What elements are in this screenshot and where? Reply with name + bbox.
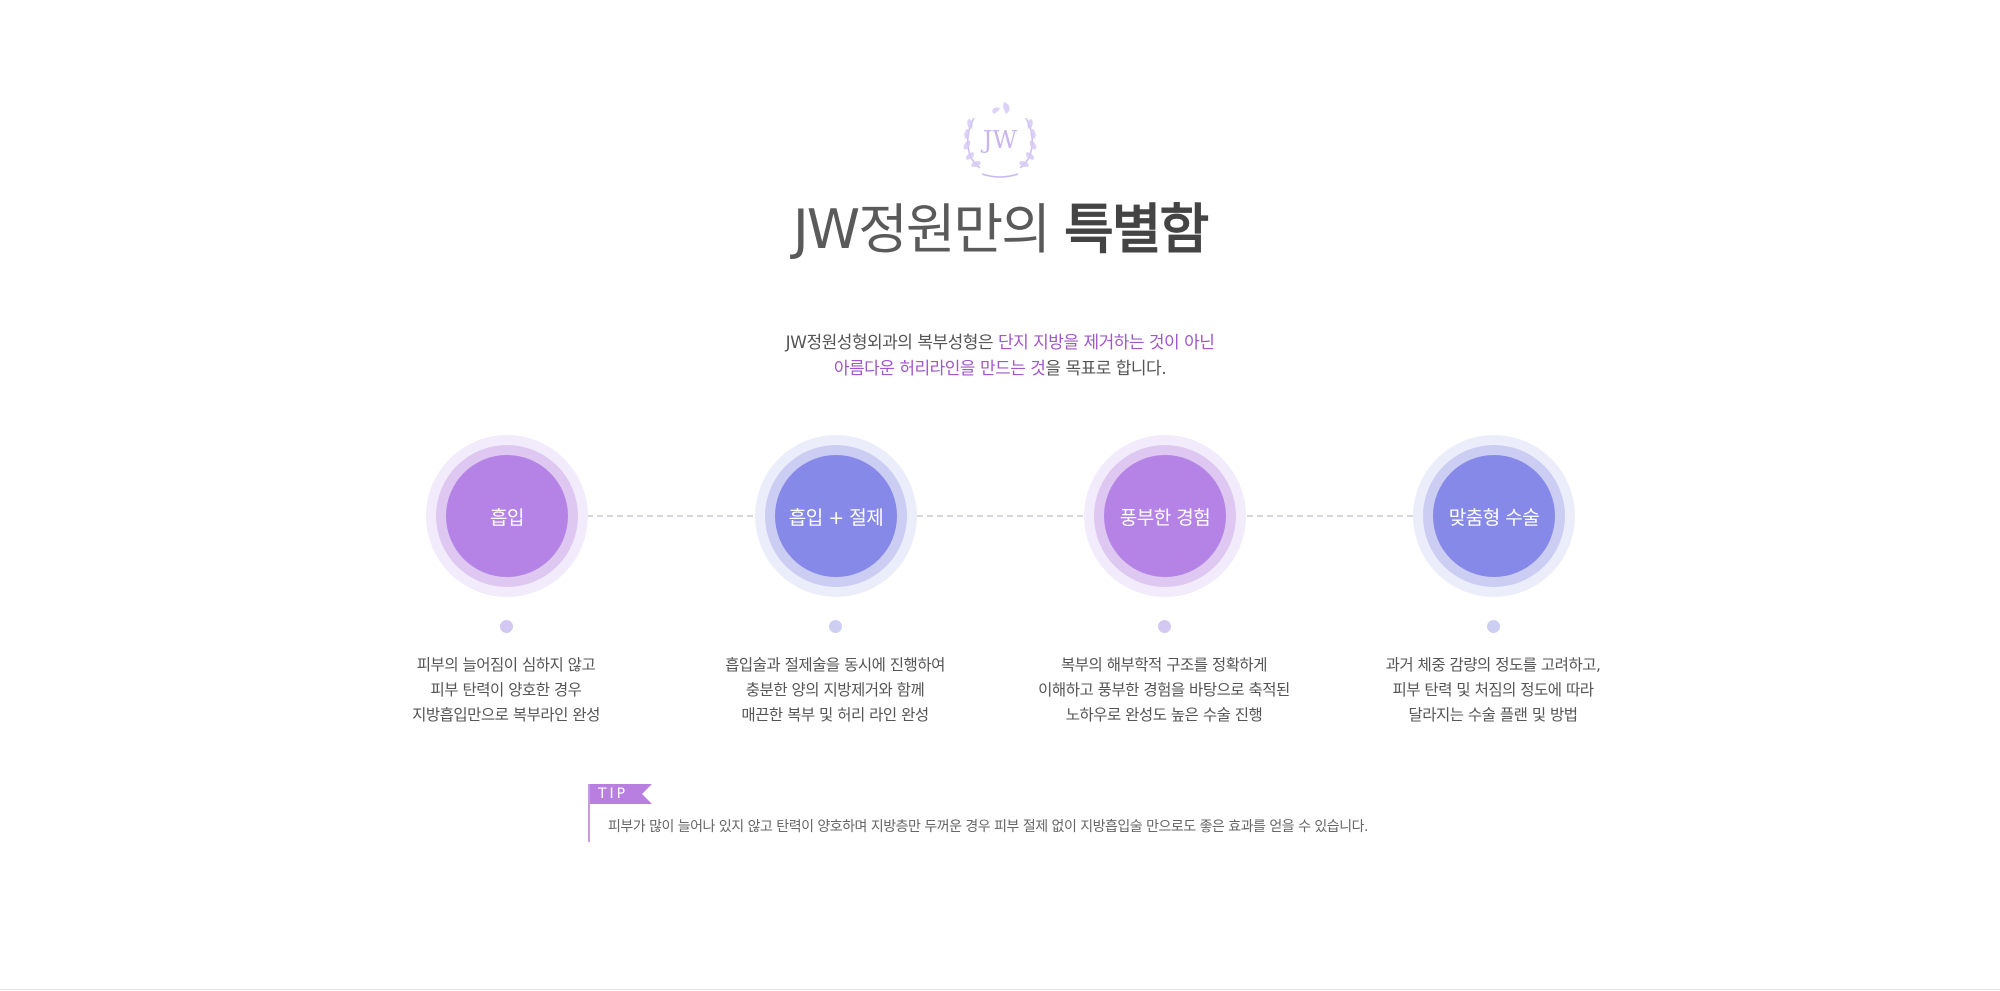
- desc-line: 노하우로 완성도 높은 수술 진행: [1065, 706, 1263, 724]
- feature-circle-ring: 흡입: [436, 445, 578, 587]
- feature-description: 과거 체중 감량의 정도를 고려하고, 피부 탄력 및 처짐의 정도에 따라 달…: [1363, 653, 1623, 728]
- intro-line-1: JW정원성형외과의 복부성형은 단지 지방을 제거하는 것이 아닌: [0, 330, 2000, 356]
- desc-line: 지방흡입만으로 복부라인 완성: [412, 706, 600, 724]
- laurel-wreath-icon: JW: [963, 102, 1037, 178]
- feature-description: 피부의 늘어짐이 심하지 않고 피부 탄력이 양호한 경우 지방흡입만으로 복부…: [376, 653, 636, 728]
- feature-label: 흡입 + 절제: [775, 455, 897, 577]
- desc-line: 피부의 늘어짐이 심하지 않고: [416, 656, 596, 674]
- section-divider: [0, 989, 2000, 990]
- tip-box: TIP 피부가 많이 늘어나 있지 않고 탄력이 양호하며 지방층만 두꺼운 경…: [588, 784, 1468, 842]
- tip-text: 피부가 많이 늘어나 있지 않고 탄력이 양호하며 지방층만 두꺼운 경우 피부…: [608, 819, 1368, 835]
- feature-circle-ring: 흡입 + 절제: [765, 445, 907, 587]
- title-strong: 특별함: [1064, 198, 1209, 261]
- feature-label: 맞춤형 수술: [1433, 455, 1555, 577]
- feature-circle: 흡입 + 절제: [755, 435, 917, 597]
- title-light: JW정원만의: [792, 198, 1065, 261]
- tip-badge: TIP: [590, 784, 652, 804]
- desc-line: 충분한 양의 지방제거와 함께: [745, 681, 925, 699]
- desc-line: 복부의 해부학적 구조를 정확하게: [1061, 656, 1267, 674]
- intro-line-2: 아름다운 허리라인을 만드는 것을 목표로 합니다.: [0, 356, 2000, 382]
- feature-circle: 흡입: [426, 435, 588, 597]
- intro-text: JW정원성형외과의 복부성형은 단지 지방을 제거하는 것이 아닌 아름다운 허…: [0, 330, 2000, 382]
- feature-description: 흡입술과 절제술을 동시에 진행하여 충분한 양의 지방제거와 함께 매끈한 복…: [705, 653, 965, 728]
- feature-label: 풍부한 경험: [1104, 455, 1226, 577]
- desc-line: 이해하고 풍부한 경험을 바탕으로 축적된: [1038, 681, 1290, 699]
- desc-line: 피부 탄력 및 처짐의 정도에 따라: [1392, 681, 1594, 699]
- feature-circle: 맞춤형 수술: [1413, 435, 1575, 597]
- feature-circle-ring: 풍부한 경험: [1094, 445, 1236, 587]
- logo-text: JW: [980, 126, 1018, 154]
- feature-circle: 풍부한 경험: [1084, 435, 1246, 597]
- feature-label: 흡입: [446, 455, 568, 577]
- feature-dot: [500, 620, 513, 633]
- page-title: JW정원만의 특별함: [0, 198, 2000, 262]
- feature-dot: [1158, 620, 1171, 633]
- desc-line: 피부 탄력이 양호한 경우: [430, 681, 582, 699]
- desc-line: 과거 체중 감량의 정도를 고려하고,: [1385, 656, 1601, 674]
- intro-line2-plain: 을 목표로 합니다.: [1045, 359, 1167, 379]
- intro-line2-highlight: 아름다운 허리라인을 만드는 것: [833, 359, 1046, 379]
- feature-dot: [829, 620, 842, 633]
- feature-description: 복부의 해부학적 구조를 정확하게 이해하고 풍부한 경험을 바탕으로 축적된 …: [1034, 653, 1294, 728]
- feature-dot: [1487, 620, 1500, 633]
- intro-line1-highlight: 단지 지방을 제거하는 것이 아닌: [997, 333, 1215, 353]
- desc-line: 흡입술과 절제술을 동시에 진행하여: [725, 656, 945, 674]
- desc-line: 매끈한 복부 및 허리 라인 완성: [741, 706, 929, 724]
- feature-circle-ring: 맞춤형 수술: [1423, 445, 1565, 587]
- desc-line: 달라지는 수술 플랜 및 방법: [1408, 706, 1578, 724]
- intro-line1-plain: JW정원성형외과의 복부성형은: [785, 333, 998, 353]
- dashed-connector: [507, 515, 1493, 517]
